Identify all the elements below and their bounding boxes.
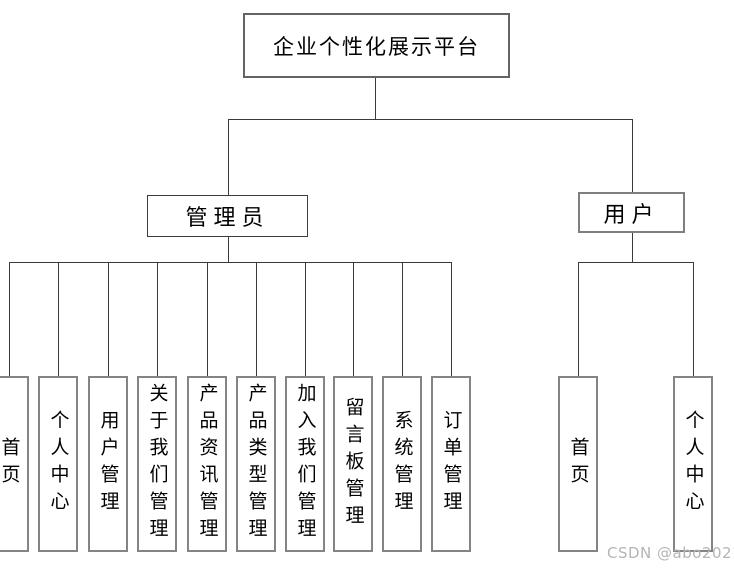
connector-user-bus (578, 262, 694, 263)
connector-admin-drop-4 (157, 262, 158, 376)
node-admin-system-mgmt-label: 系统管理 (391, 410, 414, 518)
node-admin-product-news-mgmt: 产品资讯管理 (187, 376, 227, 552)
connector-user-riser (632, 119, 633, 192)
node-admin-product-type-mgmt: 产品类型管理 (236, 376, 276, 552)
node-root-platform: 企业个性化展示平台 (243, 13, 510, 78)
node-admin-order-mgmt: 订单管理 (431, 376, 471, 552)
node-user: 用户 (578, 192, 685, 233)
node-root-label: 企业个性化展示平台 (273, 34, 480, 59)
node-admin-user-mgmt-label: 用户管理 (97, 410, 120, 518)
node-admin-personal-center-label: 个人中心 (47, 410, 70, 518)
connector-user-drop-2 (693, 262, 694, 376)
node-admin-about-us-mgmt: 关于我们管理 (137, 376, 177, 552)
connector-admin-drop-5 (207, 262, 208, 376)
node-user-home-label: 首页 (567, 437, 590, 491)
csdn-watermark: CSDN @abo2021 (607, 544, 734, 562)
node-admin-product-news-mgmt-label: 产品资讯管理 (196, 383, 219, 545)
node-admin-product-type-mgmt-label: 产品类型管理 (245, 383, 268, 545)
connector-admin-drop-3 (108, 262, 109, 376)
connector-admin-drop-6 (256, 262, 257, 376)
node-admin-message-board-mgmt-label: 留言板管理 (342, 396, 365, 532)
node-admin-personal-center: 个人中心 (38, 376, 78, 552)
node-admin-label: 管理员 (185, 206, 270, 231)
connector-admin-stem (228, 237, 229, 263)
node-admin: 管理员 (147, 195, 308, 237)
node-user-home: 首页 (558, 376, 598, 552)
connector-user-drop-1 (578, 262, 579, 376)
connector-root-stem (375, 78, 376, 120)
connector-admin-drop-9 (402, 262, 403, 376)
node-admin-about-us-mgmt-label: 关于我们管理 (146, 383, 169, 545)
node-user-personal-center: 个人中心 (673, 376, 713, 552)
connector-user-stem (632, 233, 633, 263)
node-admin-user-mgmt: 用户管理 (88, 376, 128, 552)
connector-admin-riser (228, 119, 229, 195)
connector-level1-bus (228, 119, 633, 120)
node-admin-system-mgmt: 系统管理 (382, 376, 422, 552)
connector-admin-drop-1 (9, 262, 10, 376)
node-user-personal-center-label: 个人中心 (682, 410, 705, 518)
connector-admin-drop-7 (305, 262, 306, 376)
connector-admin-drop-10 (451, 262, 452, 376)
node-admin-home-label: 首页 (0, 437, 21, 491)
connector-admin-drop-8 (353, 262, 354, 376)
connector-admin-drop-2 (58, 262, 59, 376)
node-user-label: 用户 (603, 202, 660, 228)
node-admin-order-mgmt-label: 订单管理 (440, 410, 463, 518)
node-admin-join-us-mgmt: 加入我们管理 (285, 376, 325, 552)
node-admin-home: 首页 (0, 376, 29, 552)
node-admin-message-board-mgmt: 留言板管理 (333, 376, 373, 552)
connector-admin-bus (9, 262, 452, 263)
node-admin-join-us-mgmt-label: 加入我们管理 (294, 383, 317, 545)
